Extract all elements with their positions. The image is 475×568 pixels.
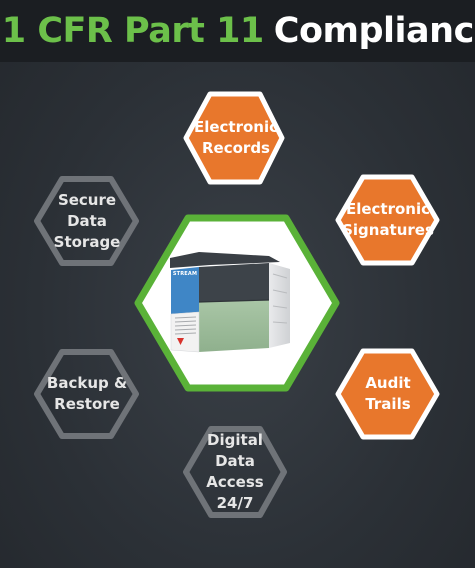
label-backup-restore: Backup & Restore: [46, 374, 128, 413]
title-rest: Compliance: [273, 11, 475, 51]
hex-electronic-records: [183, 91, 285, 185]
instrument-image: [170, 252, 290, 353]
device-badge: STREAM: [172, 271, 198, 277]
hex-digital-data-access: [183, 426, 287, 518]
label-audit-trails: Audit Trails: [365, 374, 411, 413]
title-highlight: 21 CFR Part 11: [0, 11, 264, 51]
hex-backup-restore: [34, 349, 139, 439]
hex-electronic-signatures: [335, 174, 440, 266]
label-secure-data-storage: Secure Data Storage: [53, 190, 121, 251]
label-digital-data-access: Digital Data Access 24/7: [206, 431, 264, 512]
hex-secure-data-storage: [34, 176, 139, 266]
hex-audit-trails: [335, 348, 440, 440]
title-bar: 21 CFR Part 11 Compliance: [0, 0, 475, 62]
label-electronic-signatures: Electronic Signatures: [342, 200, 434, 239]
label-electronic-records: Electronic Records: [193, 118, 279, 157]
